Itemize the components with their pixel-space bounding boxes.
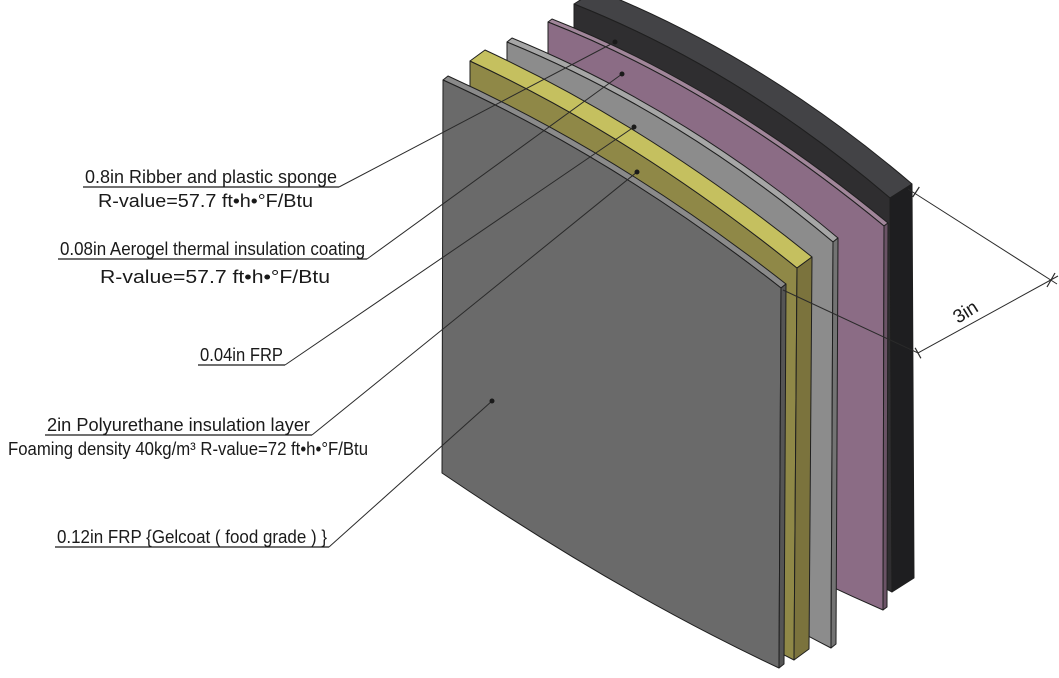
label-aerogel-rvalue: R-value=57.7 ft•h•°F/Btu	[100, 267, 330, 287]
dimension-tick-upper	[912, 186, 920, 198]
label-sponge: 0.8in Ribber and plastic sponge	[85, 167, 337, 187]
leader-dot-gelcoat	[489, 398, 495, 404]
dimension-text: 3in	[950, 297, 983, 328]
label-gelcoat: 0.12in FRP {Gelcoat ( food grade ) }	[57, 527, 327, 547]
panel-frp-gelcoat	[441, 75, 787, 669]
leader-line-aerogel	[366, 73, 623, 260]
leader-dot-frp-thin	[631, 124, 637, 130]
leader-dot-sponge	[612, 39, 618, 45]
label-polyurethane-note: Foaming density 40kg/m³ R-value=72 ft•h•…	[8, 439, 368, 459]
gelcoat-side-face	[778, 283, 787, 669]
label-aerogel: 0.08in Aerogel thermal insulation coatin…	[60, 239, 365, 259]
dimension-tick-apex	[1046, 272, 1056, 288]
label-sponge-rvalue: R-value=57.7 ft•h•°F/Btu	[98, 191, 313, 211]
leader-line-gelcoat	[328, 400, 493, 548]
label-frp-thin: 0.04in FRP	[200, 345, 283, 365]
label-polyurethane: 2in Polyurethane insulation layer	[47, 415, 310, 435]
leader-lines	[284, 39, 640, 548]
leader-line-polyurethane	[311, 171, 638, 436]
leader-dot-polyurethane	[634, 169, 640, 175]
leader-line-sponge	[338, 41, 616, 188]
dimension-tick-lower	[914, 347, 922, 359]
leader-dot-aerogel	[619, 71, 625, 77]
dimension-leg-upper	[907, 188, 1058, 285]
leader-line-frp-thin	[284, 126, 635, 366]
aerogel-side-face	[882, 222, 889, 611]
sponge-side-face	[889, 183, 915, 593]
frp-thin-side-face	[830, 237, 839, 649]
polyurethane-side-face	[793, 256, 813, 661]
layer-labels: 0.8in Ribber and plastic sponge R-value=…	[8, 167, 368, 548]
